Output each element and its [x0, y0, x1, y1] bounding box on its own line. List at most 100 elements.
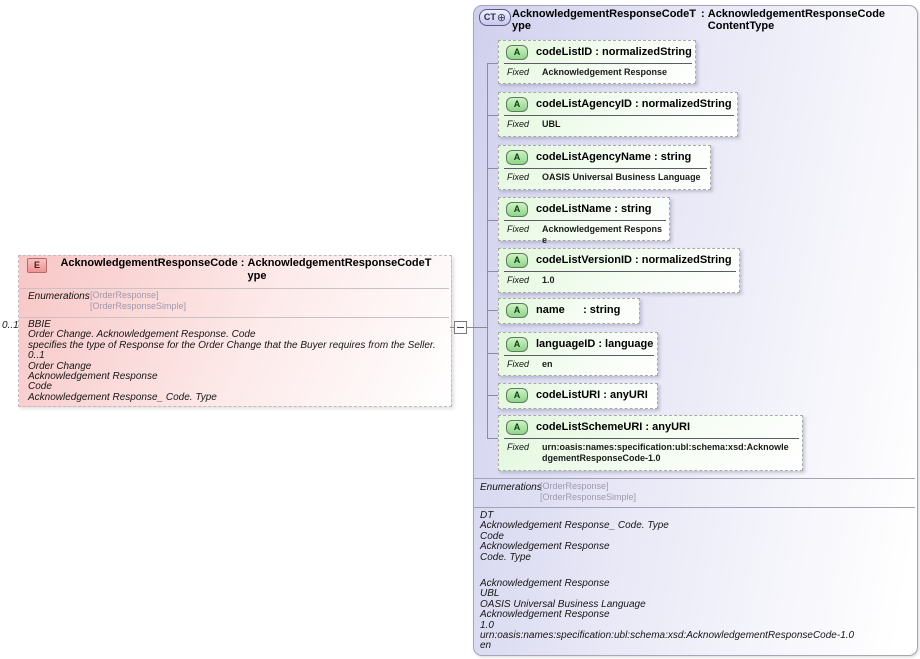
separator	[504, 438, 799, 439]
annotation-line: urn:oasis:names:specification:ubl:schema…	[480, 630, 855, 642]
tree-stub	[487, 220, 498, 221]
tree-stub	[487, 63, 498, 64]
attribute-icon: A	[506, 302, 528, 318]
enumeration-value: [OrderResponseSimple]	[90, 301, 187, 311]
fixed-label: Fixed	[507, 67, 530, 77]
annotation-line: en	[480, 640, 492, 652]
tree-stub	[487, 310, 498, 311]
annotation-line: Acknowledgement Response	[28, 371, 158, 383]
complextype-name: AcknowledgementResponseCodeType	[512, 8, 696, 32]
fixed-label: Fixed	[507, 119, 530, 129]
separator	[474, 478, 915, 479]
type-annotation-bottom: Acknowledgement Response UBL OASIS Unive…	[480, 578, 910, 652]
annotation-line: OASIS Universal Business Language	[480, 598, 646, 610]
minus-icon	[457, 327, 464, 328]
attribute-icon: A	[506, 419, 528, 435]
complextype-icon: CT⊕	[479, 9, 511, 26]
annotation-line: Order Change. Acknowledgement Response. …	[28, 329, 256, 341]
annotation-line: Acknowledgement Response_ Code. Type	[480, 520, 669, 532]
annotation-line: Order Change	[28, 360, 92, 372]
element-icon: E	[27, 258, 47, 273]
element-box[interactable]	[18, 255, 452, 407]
fixed-value: Acknowledgement Response	[542, 67, 668, 77]
attribute-label: codeListID : normalizedString	[536, 46, 692, 58]
attribute-label: codeListAgencyID : normalizedString	[536, 98, 732, 110]
tree-stub	[487, 438, 498, 439]
complextype-icon-label: CT	[483, 12, 496, 22]
colon: :	[698, 8, 708, 20]
separator	[504, 271, 736, 272]
enumerations-label: Enumerations	[28, 291, 90, 302]
attribute-label: name : string	[536, 304, 621, 316]
cardinality-label: 0..1	[2, 320, 19, 331]
connector-line	[450, 327, 488, 328]
attribute-label: codeListURI : anyURI	[536, 389, 648, 401]
element-title: AcknowledgementResponseCode : Acknowledg…	[48, 257, 446, 283]
attribute-icon: A	[506, 44, 528, 60]
element-type: AcknowledgementResponseCodeType	[247, 257, 432, 282]
separator	[474, 507, 915, 508]
attribute-icon: A	[506, 201, 528, 217]
annotation-line: specifies the type of Response for the O…	[28, 339, 436, 351]
annotation-line: 0..1	[28, 350, 45, 362]
enumerations-values: [OrderResponse] [OrderResponseSimple]	[90, 290, 186, 312]
attribute-icon: A	[506, 96, 528, 112]
separator	[19, 288, 449, 289]
annotation-line: Acknowledgement Response_ Code. Type	[28, 391, 217, 403]
complextype-basetype: AcknowledgementResponseCodeContentType	[707, 8, 886, 32]
attribute-icon: A	[506, 336, 528, 352]
fixed-label: Fixed	[507, 275, 530, 285]
enumeration-value: [OrderResponse]	[90, 290, 159, 300]
fixed-value: 1.0	[542, 275, 555, 285]
attribute-label: languageID : language	[536, 338, 654, 350]
fixed-value: Acknowledgement Response	[542, 224, 663, 245]
separator	[504, 355, 654, 356]
separator	[504, 115, 734, 116]
fixed-label: Fixed	[507, 172, 530, 182]
annotation-line: Acknowledgement Response	[480, 541, 610, 553]
enumerations-values: [OrderResponse] [OrderResponseSimple]	[540, 481, 636, 503]
annotation-line: 1.0	[480, 619, 494, 631]
annotation-line: UBL	[480, 588, 500, 600]
colon: :	[237, 257, 248, 269]
attribute-icon: A	[506, 252, 528, 268]
attribute-label: codeListAgencyName : string	[536, 151, 692, 163]
annotation-line: Code. Type	[480, 551, 531, 563]
fixed-label: Fixed	[507, 224, 530, 234]
annotation-line: Code	[480, 530, 504, 542]
enumeration-value: [OrderResponse]	[540, 481, 609, 491]
enumerations-label: Enumerations	[480, 482, 542, 493]
fixed-value: OASIS Universal Business Language	[542, 172, 701, 182]
annotation-line: DT	[480, 510, 494, 521]
element-annotation: BBIE Order Change. Acknowledgement Respo…	[28, 319, 446, 403]
tree-stub	[487, 271, 498, 272]
element-name: AcknowledgementResponseCode	[60, 257, 238, 269]
fixed-value: UBL	[542, 119, 561, 129]
type-annotation-top: DT Acknowledgement Response_ Code. Type …	[480, 510, 910, 563]
tree-line	[487, 63, 488, 439]
separator	[504, 168, 707, 169]
collapse-handle[interactable]	[454, 321, 467, 334]
tree-stub	[487, 395, 498, 396]
attribute-icon: A	[506, 149, 528, 165]
fixed-label: Fixed	[507, 442, 530, 452]
annotation-line: Code	[28, 381, 52, 393]
complextype-title: AcknowledgementResponseCodeType : Acknow…	[512, 8, 914, 32]
annotation-line: Acknowledgement Response	[480, 609, 610, 621]
attribute-icon: A	[506, 387, 528, 403]
annotation-line: BBIE	[28, 319, 51, 330]
fixed-value: en	[542, 359, 553, 369]
fixed-label: Fixed	[507, 359, 530, 369]
attribute-label: codeListVersionID : normalizedString	[536, 254, 732, 266]
attribute-label: codeListSchemeURI : anyURI	[536, 421, 691, 433]
